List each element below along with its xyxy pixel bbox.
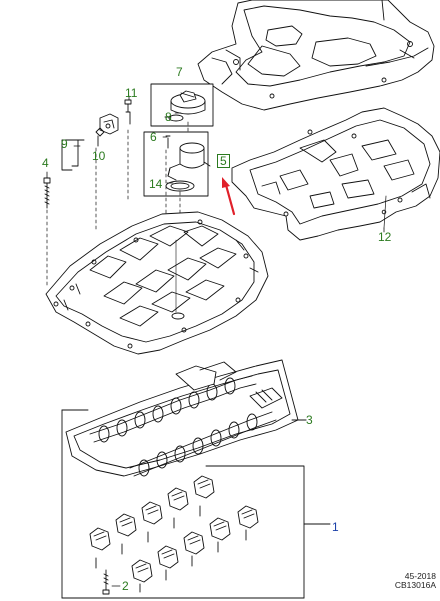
callout-10: 10 <box>92 149 106 163</box>
callout-8: 8 <box>165 110 172 124</box>
callout-2: 2 <box>122 579 129 593</box>
callout-1: 1 <box>332 520 339 534</box>
figure-code: CB13016A <box>394 580 436 590</box>
camshafts <box>89 361 283 477</box>
bolt <box>43 177 51 209</box>
figure-reference: 45-2018 CB13016A <box>368 572 436 590</box>
callout-7: 7 <box>176 65 183 79</box>
callout-5: 5 <box>217 154 230 168</box>
callout-11: 11 <box>125 86 138 100</box>
red-pointer-arrow <box>222 177 236 216</box>
figure-date: 45-2018 <box>404 571 436 581</box>
engine-top-cover <box>197 0 435 111</box>
callout-6: 6 <box>150 130 157 144</box>
callout-9: 9 <box>61 137 68 151</box>
stud-bracket-group <box>71 99 132 167</box>
cap-bolt <box>102 569 110 595</box>
cylinder-head-cover <box>45 211 269 355</box>
callout-3: 3 <box>306 413 313 427</box>
callout-12: 12 <box>378 230 392 244</box>
oil-filler-neck-group <box>143 131 211 197</box>
camshaft-gasket <box>65 359 307 477</box>
oil-filler-cap-group <box>150 83 214 127</box>
callout-4: 4 <box>42 156 49 170</box>
bearing-caps <box>89 475 259 593</box>
callout-14: 14 <box>149 177 163 191</box>
group-brackets <box>61 139 331 599</box>
engine-cover-insulation <box>231 107 440 241</box>
callout-leaders <box>46 95 385 587</box>
